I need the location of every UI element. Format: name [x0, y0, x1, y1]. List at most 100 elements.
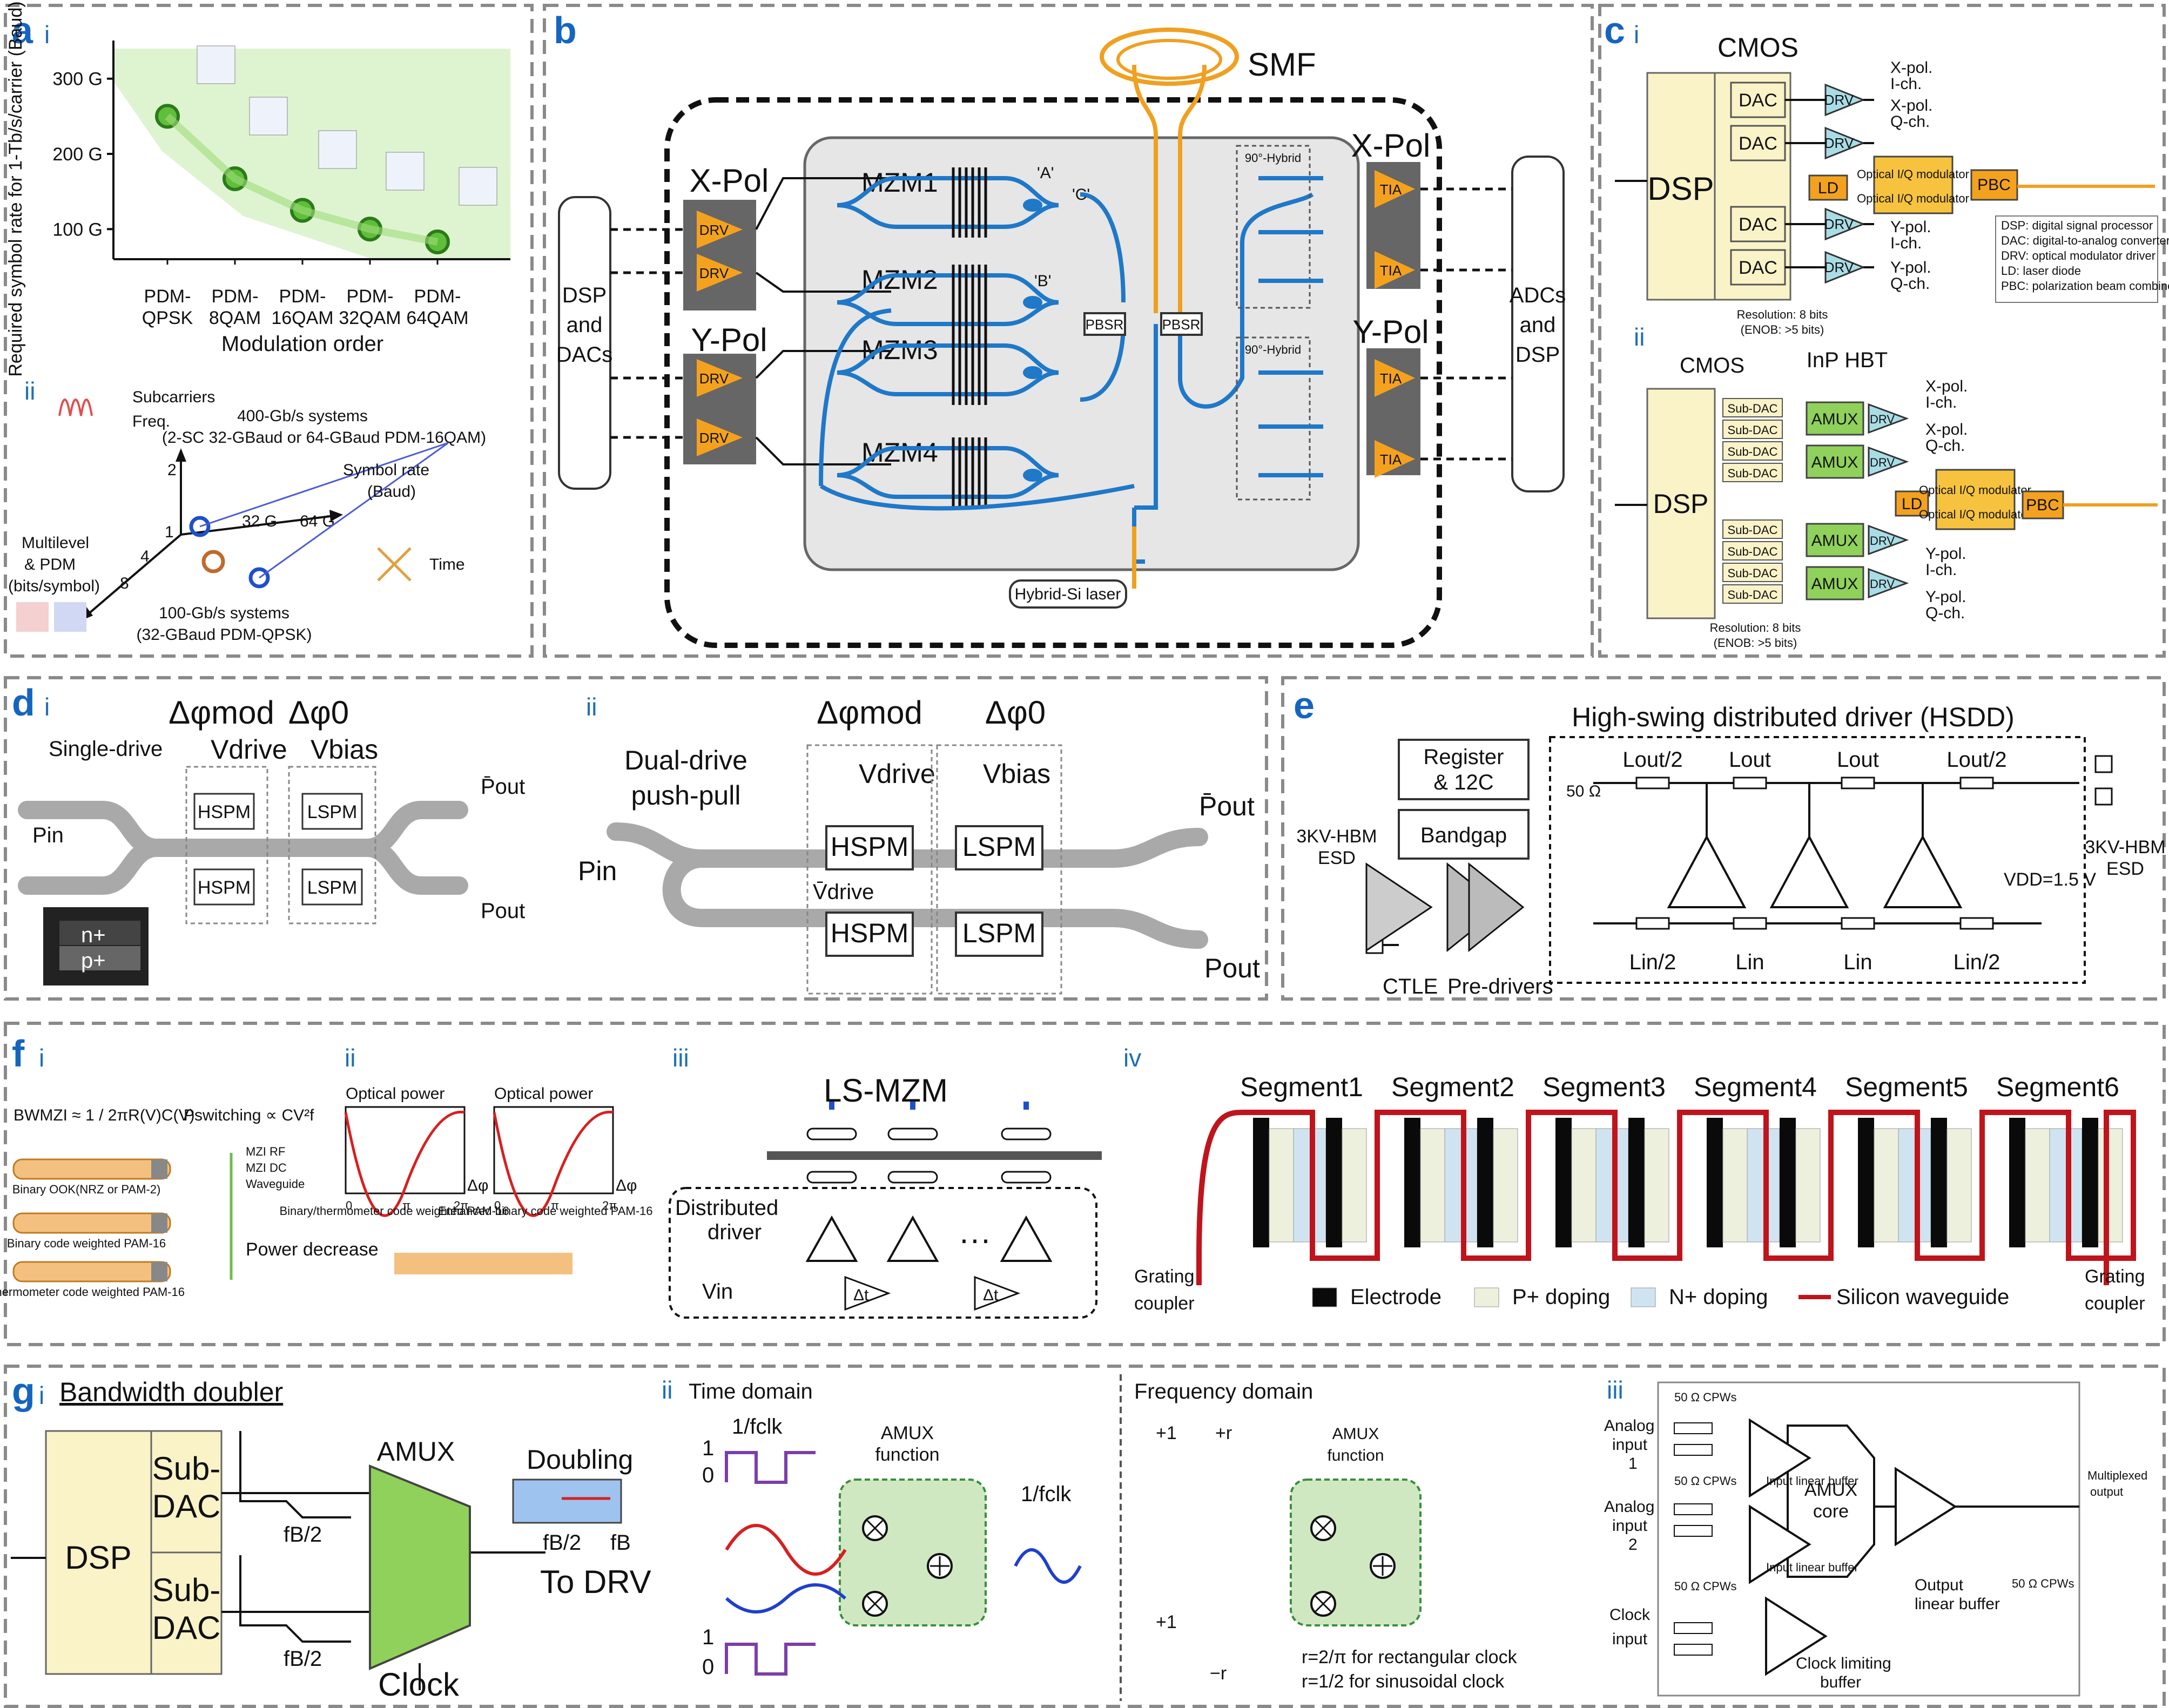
x-tick-label: PDM-	[414, 286, 461, 307]
pbc-ii	[2022, 490, 2064, 519]
legend-swatch	[1312, 1287, 1337, 1307]
hybrid-x-label: 90°-Hybrid	[1245, 151, 1301, 165]
subdac-label: Sub-DAC	[1728, 445, 1778, 458]
electrode	[1477, 1118, 1493, 1247]
inductor	[1635, 777, 1670, 789]
tcw-caption: Thermometer code weighted PAM-16	[0, 1285, 185, 1299]
panel-a-sub-i: i	[44, 21, 50, 49]
dac-label: DAC	[1739, 133, 1777, 154]
amux-label: AMUX	[1811, 532, 1858, 550]
drv-label: DRV	[1824, 135, 1854, 151]
fclk-out: 1/fclk	[1021, 1482, 1072, 1506]
distributed-amp	[1667, 834, 1747, 908]
electrode	[1628, 1118, 1645, 1247]
mzm-label: MZM4	[861, 437, 938, 468]
hybrid-si-laser	[1009, 579, 1127, 609]
amux-function-freq	[1290, 1479, 1422, 1626]
sys400-note: (2-SC 32-GBaud or 64-GBaud PDM-16QAM)	[162, 429, 486, 447]
ctle-amp	[1365, 862, 1433, 952]
tia-label: TIA	[1380, 181, 1402, 198]
tick-2pi: 2π	[602, 1199, 617, 1212]
channel-label: Q-ch.	[1925, 604, 1965, 622]
tick-0: 0	[494, 1199, 501, 1212]
lout-label: Lout/2	[1946, 748, 2006, 772]
channel-label: X-pol.	[1925, 377, 1968, 395]
legend-swatch	[1474, 1287, 1499, 1307]
panel-f-label: f	[12, 1032, 25, 1075]
p-doping	[2098, 1128, 2123, 1243]
drv-block	[1868, 403, 1909, 434]
subdac-block	[1722, 420, 1783, 439]
legend-label: P+ doping	[1512, 1285, 1610, 1309]
drv-label: DRV	[1870, 577, 1895, 591]
inp-label: InP HBT	[1807, 348, 1888, 372]
drv-block	[1868, 446, 1909, 477]
inductor	[1841, 777, 1875, 789]
doubling-label: Doubling	[527, 1444, 633, 1475]
electrode	[1555, 1118, 1572, 1247]
subdac-label: Sub-DAC	[1728, 588, 1778, 602]
inductor	[1959, 917, 1994, 930]
esd-right-2: ESD	[2106, 859, 2144, 879]
adcs-and-dsp-box	[1511, 156, 1565, 492]
n-plus: n+	[81, 923, 106, 947]
x-tick-label: PDM-	[212, 286, 259, 307]
p-doping	[1420, 1128, 1445, 1243]
ohm-label: 50 Ω	[1566, 782, 1601, 800]
register-label: Register	[1424, 745, 1504, 769]
x-axis-title: Modulation order	[221, 332, 383, 356]
n1: 1	[165, 523, 174, 541]
dac-label: DAC	[1739, 214, 1777, 235]
legend-mzi-dc: MZI DC	[246, 1161, 287, 1174]
cpw-line	[1674, 1444, 1713, 1456]
distributed-amp	[1883, 834, 1963, 908]
subdac-block	[1722, 584, 1783, 604]
tia-label: TIA	[1380, 451, 1402, 468]
electrode	[1858, 1118, 1874, 1247]
driver-stage	[805, 1215, 858, 1262]
predriver-amp-2	[1468, 862, 1525, 953]
pout-bar-i: P̄out	[481, 775, 525, 799]
panel-f-sub-iii: iii	[672, 1044, 689, 1072]
mzi-variant	[12, 1158, 171, 1180]
phase-mod-label: LSPM	[307, 802, 358, 822]
y-tick-label: 300 G	[52, 69, 103, 90]
adcs-dsp-line1: ADCs	[1510, 283, 1566, 307]
amux-chip	[1657, 1381, 2080, 1697]
pin-ii: Pin	[578, 856, 617, 886]
mux-out-2: output	[2090, 1485, 2123, 1498]
buffer-amp	[1749, 1504, 1811, 1584]
one-bottom: 1	[702, 1625, 714, 1649]
amux-core-1: AMUX	[1804, 1480, 1857, 1500]
bandgap-box	[1398, 809, 1530, 860]
cpw-1: 50 Ω CPWs	[1674, 1390, 1736, 1404]
amux-label: AMUX	[1811, 454, 1858, 471]
phase-mod-label: HSPM	[831, 832, 908, 862]
cpw-2: 50 Ω CPWs	[1674, 1474, 1736, 1488]
panel-c-label: c	[1604, 9, 1625, 51]
phase-mod-label: LSPM	[962, 832, 1036, 862]
fclk-time: 1/fclk	[732, 1415, 783, 1439]
grating-left-1: Grating	[1134, 1266, 1195, 1287]
amux-block	[369, 1464, 471, 1671]
electrode	[2082, 1118, 2098, 1247]
psw-formula: Pswitching ∝ CV²f	[184, 1106, 314, 1124]
power-decrease: Power decrease	[246, 1239, 379, 1260]
subdac-label: Sub-DAC	[1728, 402, 1778, 415]
channel-label: Y-pol.	[1925, 588, 1966, 606]
in-buf-2: Input linear buffer	[1766, 1561, 1858, 1574]
panel-a-label: a	[12, 9, 33, 51]
pbsr-tx	[1083, 312, 1126, 336]
driver-amp	[697, 418, 743, 456]
legend-label: Electrode	[1350, 1285, 1441, 1309]
lspm-block	[301, 793, 363, 830]
clock-wave-bottom	[725, 1643, 816, 1676]
power-curve-box	[345, 1106, 466, 1194]
dsp-dacs-line3: DACs	[556, 343, 612, 367]
tia-amp	[1375, 170, 1415, 208]
clock-in-2: input	[1612, 1630, 1648, 1648]
electrode	[1707, 1118, 1723, 1247]
subdac-block	[1722, 541, 1783, 561]
dsp-label-ii: DSP	[1653, 489, 1709, 519]
